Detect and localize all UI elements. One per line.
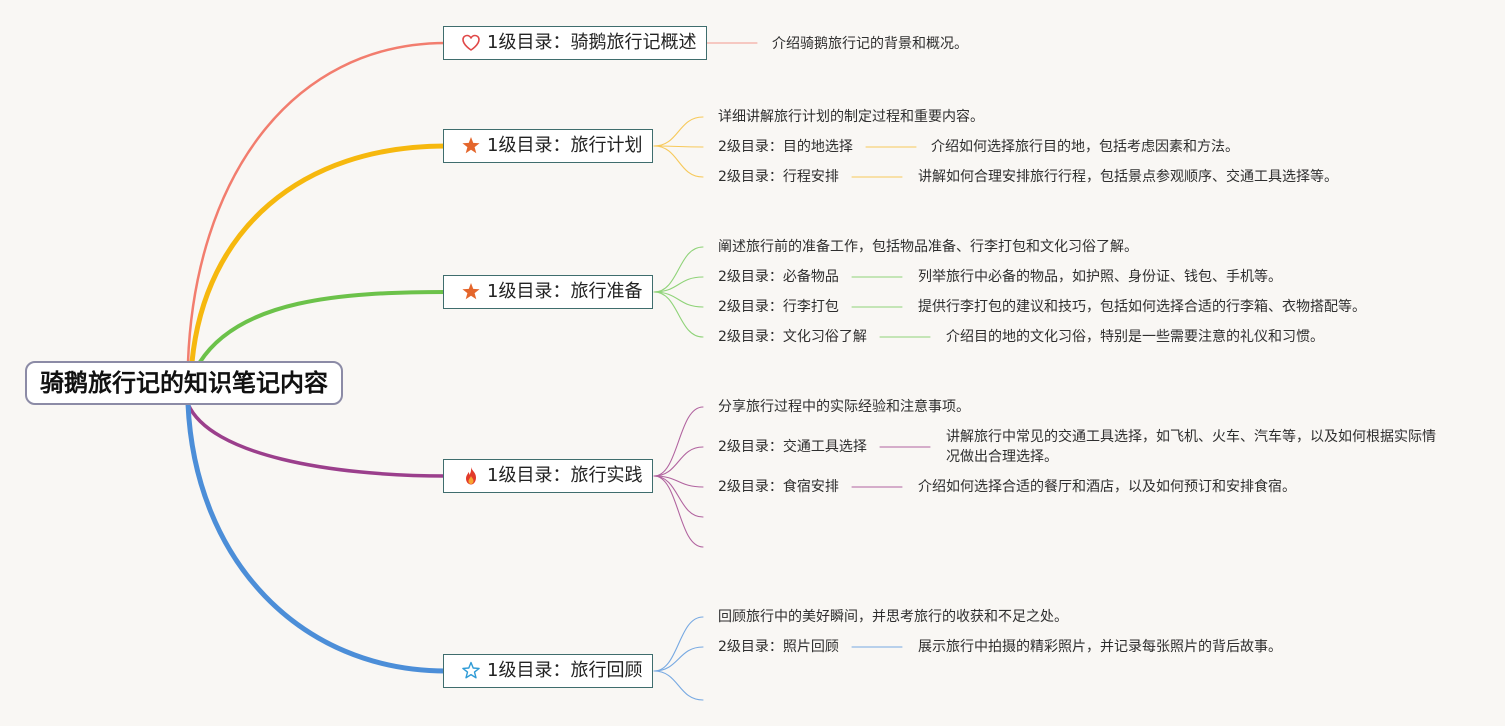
subtopic-label[interactable]: 2级目录：文化习俗了解 (718, 329, 867, 345)
heart-outline-icon (461, 33, 481, 53)
subtopic-label[interactable]: 2级目录：行李打包 (718, 299, 839, 315)
topic-plan[interactable]: 1级目录：旅行计划 (443, 129, 653, 163)
subtopic-label[interactable]: 2级目录：目的地选择 (718, 139, 853, 155)
summary-topic[interactable]: 分享旅行过程中的实际经验和注意事项。 (718, 399, 970, 415)
subtopic-label[interactable]: 2级目录：行程安排 (718, 169, 839, 185)
topic-label: 1级目录：旅行实践 (487, 465, 643, 486)
sub-branch-connector (653, 116, 704, 147)
main-branch-connector (185, 401, 449, 674)
sub-branch-connector (653, 276, 704, 293)
star-outline-icon (461, 661, 481, 681)
sub-branch-connector (653, 616, 704, 672)
topic-label: 1级目录：旅行回顾 (487, 660, 643, 681)
main-branch-connector (189, 143, 449, 365)
subtopic-detail[interactable]: 展示旅行中拍摄的精彩照片，并记录每张照片的背后故事。 (918, 639, 1282, 655)
sub-branch-connector (653, 670, 704, 701)
topic-review[interactable]: 1级目录：旅行回顾 (443, 654, 653, 688)
topic-label: 1级目录：旅行准备 (487, 281, 643, 302)
subtopic-detail[interactable]: 介绍如何选择合适的餐厅和酒店，以及如何预订和安排食宿。 (918, 479, 1296, 495)
sub-branch-connector (653, 646, 704, 672)
subtopic-detail[interactable]: 介绍如何选择旅行目的地，包括考虑因素和方法。 (931, 139, 1239, 155)
fire-icon (461, 466, 481, 486)
subtopic-detail[interactable]: 讲解旅行中常见的交通工具选择，如飞机、火车、汽车等，以及如何根据实际情况做出合理… (946, 429, 1436, 465)
star-filled-icon (461, 136, 481, 156)
subtopic-detail[interactable]: 列举旅行中必备的物品，如护照、身份证、钱包、手机等。 (918, 269, 1282, 285)
summary-topic[interactable]: 回顾旅行中的美好瞬间，并思考旅行的收获和不足之处。 (718, 609, 1068, 625)
star-filled-icon (461, 282, 481, 302)
subtopic-detail[interactable]: 提供行李打包的建议和技巧，包括如何选择合适的行李箱、衣物搭配等。 (918, 299, 1366, 315)
central-topic[interactable]: 骑鹅旅行记的知识笔记内容 (25, 361, 343, 405)
topic-preparation[interactable]: 1级目录：旅行准备 (443, 275, 653, 309)
subtopic-label[interactable]: 2级目录：必备物品 (718, 269, 839, 285)
subtopic-label[interactable]: 2级目录：食宿安排 (718, 479, 839, 495)
sub-branch-connector (653, 145, 704, 178)
subtopic-detail[interactable]: 介绍目的地的文化习俗，特别是一些需要注意的礼仪和习惯。 (946, 329, 1324, 345)
topic-label: 1级目录：骑鹅旅行记概述 (487, 32, 697, 53)
subtopic-label[interactable]: 2级目录：交通工具选择 (718, 439, 867, 455)
main-branch-connector (186, 41, 448, 364)
summary-topic[interactable]: 详细讲解旅行计划的制定过程和重要内容。 (718, 109, 984, 125)
summary-topic[interactable]: 介绍骑鹅旅行记的背景和概况。 (772, 36, 968, 52)
sub-branch-connector (653, 475, 704, 548)
topic-label: 1级目录：旅行计划 (487, 135, 643, 156)
sub-branch-connector (653, 291, 704, 338)
sub-branch-connector (653, 291, 704, 308)
subtopic-detail[interactable]: 讲解如何合理安排旅行行程，包括景点参观顺序、交通工具选择等。 (918, 169, 1338, 185)
topic-overview[interactable]: 1级目录：骑鹅旅行记概述 (443, 26, 707, 60)
subtopic-label[interactable]: 2级目录：照片回顾 (718, 639, 839, 655)
sub-branch-connector (653, 446, 704, 477)
sub-branch-connector (653, 475, 704, 518)
main-branch-connector (198, 290, 448, 364)
sub-branch-connector (653, 406, 704, 477)
main-branch-connector (186, 402, 448, 478)
sub-branch-connector (653, 246, 704, 293)
topic-practice[interactable]: 1级目录：旅行实践 (443, 459, 653, 493)
summary-topic[interactable]: 阐述旅行前的准备工作，包括物品准备、行李打包和文化习俗了解。 (718, 239, 1138, 255)
